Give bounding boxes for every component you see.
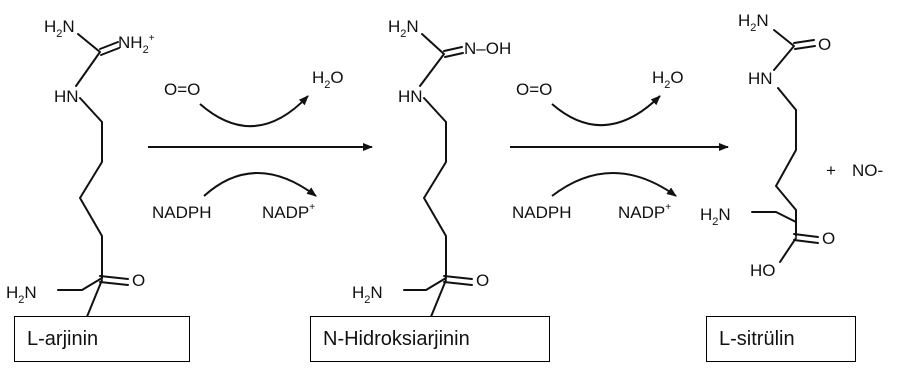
atom-h2n-top: H2N	[44, 17, 75, 40]
bond-alpha-amine	[57, 277, 103, 291]
bond-guanidino-2	[419, 33, 445, 87]
label-n-hydroxyarginine: N-Hidroksiarjinin	[310, 316, 550, 362]
bond-sidechain-2	[423, 97, 447, 279]
atom-hn: HN	[54, 87, 79, 106]
label-l-citrulline: L-sitrülin	[706, 316, 856, 362]
reaction-arrow-2: O=O H2O NADPH NADP+	[510, 68, 729, 222]
atom-ho-3: HO	[750, 261, 776, 280]
label-l-arginine: L-arjinin	[14, 316, 190, 362]
byproduct-nitric-oxide: + NO-	[826, 161, 883, 180]
bond-carbonyl-3	[793, 233, 819, 244]
curve-top-2	[551, 95, 661, 126]
reagent-nadph-1: NADPH	[152, 203, 212, 222]
bond-carbonyl-2	[443, 275, 473, 286]
reagent-nadph-2: NADPH	[512, 203, 572, 222]
reaction-arrow-1: O=O H2O NADPH NADP+	[148, 68, 373, 222]
atom-o-urea: O	[818, 35, 831, 54]
atom-o: O	[132, 271, 145, 290]
bond-alpha-amine-3	[751, 211, 797, 223]
bond-sidechain-3	[775, 87, 797, 237]
atom-o-2: O	[476, 271, 489, 290]
product-nadp-2: NADP+	[618, 202, 671, 222]
curve-bottom-1	[203, 172, 317, 197]
product-water-2: H2O	[652, 68, 684, 91]
label-l-arginine-text: L-arjinin	[27, 327, 99, 350]
label-n-hydroxyarginine-text: N-Hidroksiarjinin	[323, 327, 470, 350]
reagent-oxygen-1: O=O	[164, 80, 200, 99]
atom-hn-3: HN	[748, 69, 773, 88]
atom-nh2-plus: NH2+	[118, 33, 155, 56]
bond-sidechain	[79, 97, 103, 279]
curve-bottom-2	[551, 172, 677, 197]
bond-double-noh	[443, 46, 464, 58]
bond-guanidino	[75, 33, 101, 87]
product-nadp-1: NADP+	[262, 202, 315, 222]
atom-o-3: O	[822, 229, 835, 248]
atom-h2n-top-3: H2N	[738, 11, 769, 34]
nitric-oxide: NO-	[852, 161, 883, 180]
atom-h2n-bottom: H2N	[6, 283, 37, 306]
atom-h2n-bottom-3: H2N	[700, 205, 731, 228]
curve-top-1	[199, 95, 309, 127]
bond-double-nh2	[99, 41, 120, 56]
label-l-citrulline-text: L-sitrülin	[719, 327, 795, 350]
bond-hydroxyl-3	[779, 237, 797, 263]
molecule-l-arginine: H2N NH2+ HN H2N O HO	[6, 17, 155, 346]
reagent-oxygen-2: O=O	[516, 80, 552, 99]
atom-h2n-top-2: H2N	[388, 17, 419, 40]
atom-hn-2: HN	[398, 87, 423, 106]
bond-carbonyl	[99, 275, 129, 286]
atom-n-oh: N–OH	[464, 39, 511, 58]
product-water-1: H2O	[312, 68, 344, 91]
plus-sign: +	[826, 161, 836, 180]
bond-urea	[773, 29, 795, 71]
molecule-n-hydroxyarginine: H2N N–OH HN H2N O HO	[352, 17, 511, 346]
bond-alpha-amine-2	[403, 277, 447, 291]
atom-h2n-bottom-2: H2N	[352, 283, 383, 306]
molecule-l-citrulline: H2N O HN H2N O HO	[700, 11, 835, 280]
bond-double-urea	[793, 39, 816, 50]
